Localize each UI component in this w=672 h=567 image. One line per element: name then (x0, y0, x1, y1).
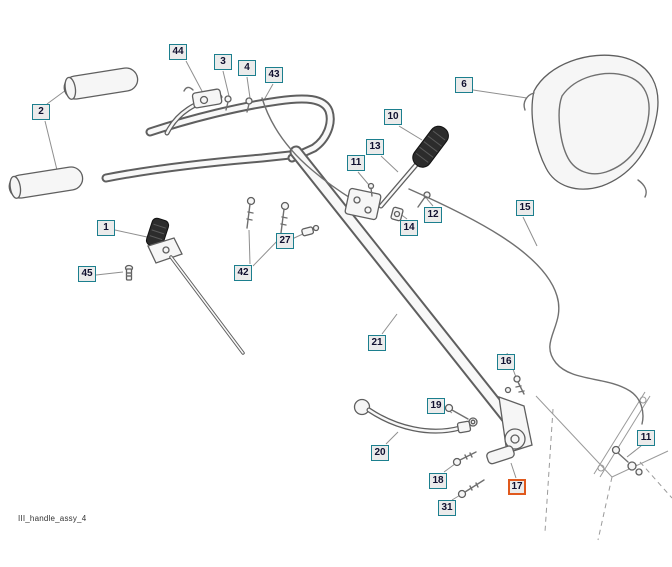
leader-lines (44, 60, 642, 501)
callout-20[interactable]: 20 (371, 445, 389, 461)
callout-6[interactable]: 6 (455, 77, 473, 93)
callout-13[interactable]: 13 (366, 139, 384, 155)
mount-bolts (224, 95, 253, 113)
callout-42[interactable]: 42 (234, 265, 252, 281)
handlebar (101, 94, 335, 183)
callout-27[interactable]: 27 (276, 233, 294, 249)
callout-12[interactable]: 12 (424, 207, 442, 223)
screw-45 (124, 264, 134, 281)
screws-42 (246, 196, 290, 234)
callout-10[interactable]: 10 (384, 109, 402, 125)
belt-cover (523, 54, 659, 198)
callout-17[interactable]: 17 (508, 479, 526, 495)
callout-2[interactable]: 2 (32, 104, 50, 120)
bail-bracket (145, 217, 245, 355)
control-rod (408, 188, 644, 425)
throttle-grip (412, 125, 449, 168)
callout-1[interactable]: 1 (97, 220, 115, 236)
callout-15[interactable]: 15 (516, 200, 534, 216)
bolt-31 (457, 479, 485, 499)
callout-21[interactable]: 21 (368, 335, 386, 351)
throttle-cable (261, 97, 356, 202)
bolt-16 (504, 375, 525, 395)
callout-11-2[interactable]: 11 (637, 430, 655, 446)
bolt-18 (452, 451, 477, 467)
callout-16[interactable]: 16 (497, 354, 515, 370)
callout-19[interactable]: 19 (427, 398, 445, 414)
control-bracket (344, 162, 431, 222)
callout-43[interactable]: 43 (265, 67, 283, 83)
callout-44[interactable]: 44 (169, 44, 187, 60)
callout-11[interactable]: 11 (347, 155, 365, 171)
handle-grips (8, 67, 139, 199)
callout-4[interactable]: 4 (238, 60, 256, 76)
lower-bracket (486, 396, 533, 465)
callout-45[interactable]: 45 (78, 266, 96, 282)
callout-3[interactable]: 3 (214, 54, 232, 70)
brake-lever (164, 86, 223, 136)
callout-31[interactable]: 31 (438, 500, 456, 516)
bolt-19 (444, 403, 478, 427)
standoff-27 (301, 224, 320, 237)
shift-lever (353, 398, 472, 434)
diagram-caption: III_handle_assy_4 (18, 514, 87, 523)
callout-18[interactable]: 18 (429, 473, 447, 489)
bolt-11-lower (611, 445, 643, 476)
callout-14[interactable]: 14 (400, 220, 418, 236)
